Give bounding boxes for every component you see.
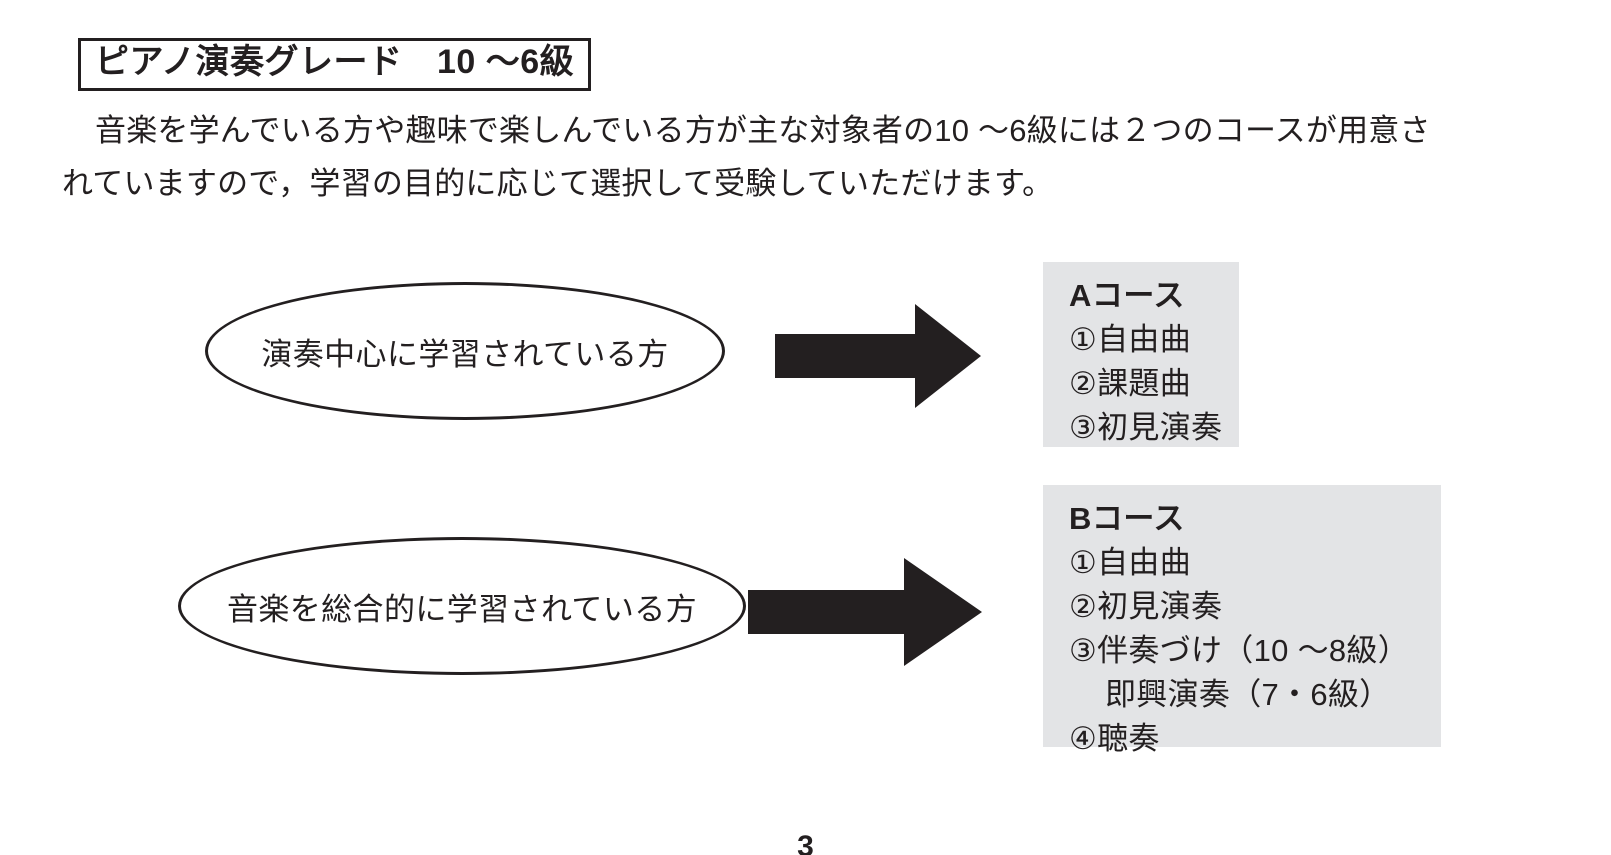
course-item-b-3: ③伴奏づけ（10 〜8級） — [1069, 633, 1410, 668]
condition-ellipse-a: 演奏中心に学習されている方 — [205, 282, 725, 420]
condition-ellipse-b: 音楽を総合的に学習されている方 — [178, 537, 746, 675]
course-title-b: Bコース — [1069, 501, 1185, 536]
right-arrow-icon-b — [748, 558, 982, 666]
course-item-a-1: ①自由曲 — [1069, 322, 1191, 357]
paragraph-line-1: 音楽を学んでいる方や趣味で楽しんでいる方が主な対象者の10 〜6級には２つのコー… — [95, 113, 1431, 148]
course-item-a-3: ③初見演奏 — [1069, 410, 1223, 445]
course-item-b-4: ④聴奏 — [1069, 721, 1160, 756]
page-title: ピアノ演奏グレード 10 〜6級 — [95, 43, 575, 81]
course-item-b-1: ①自由曲 — [1069, 545, 1191, 580]
course-box-b: Bコース ①自由曲 ②初見演奏 ③伴奏づけ（10 〜8級） 即興演奏（7・6級）… — [1043, 485, 1441, 756]
course-item-a-2: ②課題曲 — [1069, 366, 1191, 401]
course-title-a: Aコース — [1069, 278, 1185, 313]
page-title-box: ピアノ演奏グレード 10 〜6級 — [78, 38, 592, 91]
page-number: 3 — [797, 830, 814, 855]
course-item-b-3-alt: 即興演奏（7・6級） — [1105, 677, 1391, 712]
condition-label-b: 音楽を総合的に学習されている方 — [226, 591, 698, 627]
condition-label-a: 演奏中心に学習されている方 — [261, 336, 669, 372]
intro-paragraph: 音楽を学んでいる方や趣味で楽しんでいる方が主な対象者の10 〜6級には２つのコー… — [62, 104, 1562, 210]
right-arrow-icon-a — [775, 304, 981, 408]
course-item-b-2: ②初見演奏 — [1069, 589, 1223, 624]
paragraph-line-2: れていますので，学習の目的に応じて選択して受験していただけます。 — [62, 166, 1054, 201]
course-box-a: Aコース ①自由曲 ②課題曲 ③初見演奏 — [1043, 262, 1239, 447]
